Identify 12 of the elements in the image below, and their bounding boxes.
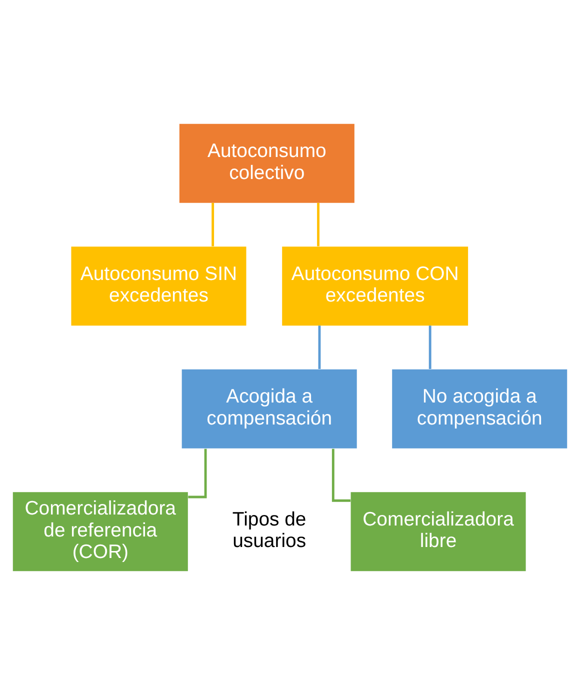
node-box: Autoconsumo CON excedentes — [282, 246, 468, 326]
node-box: Autoconsumo colectivo — [179, 123, 354, 202]
node-box: Autoconsumo SIN excedentes — [71, 246, 246, 326]
node-box: Comercializadora libre — [350, 492, 526, 571]
node-box: Acogida a compensación — [182, 368, 357, 448]
connector — [428, 325, 432, 369]
node-box: No acogida a compensación — [392, 368, 568, 448]
connector — [212, 202, 214, 246]
label: Tipos de usuarios — [232, 508, 306, 552]
connector — [317, 202, 320, 246]
connector — [318, 325, 321, 369]
node-box: Comercializadora de referencia (COR) — [12, 492, 188, 571]
